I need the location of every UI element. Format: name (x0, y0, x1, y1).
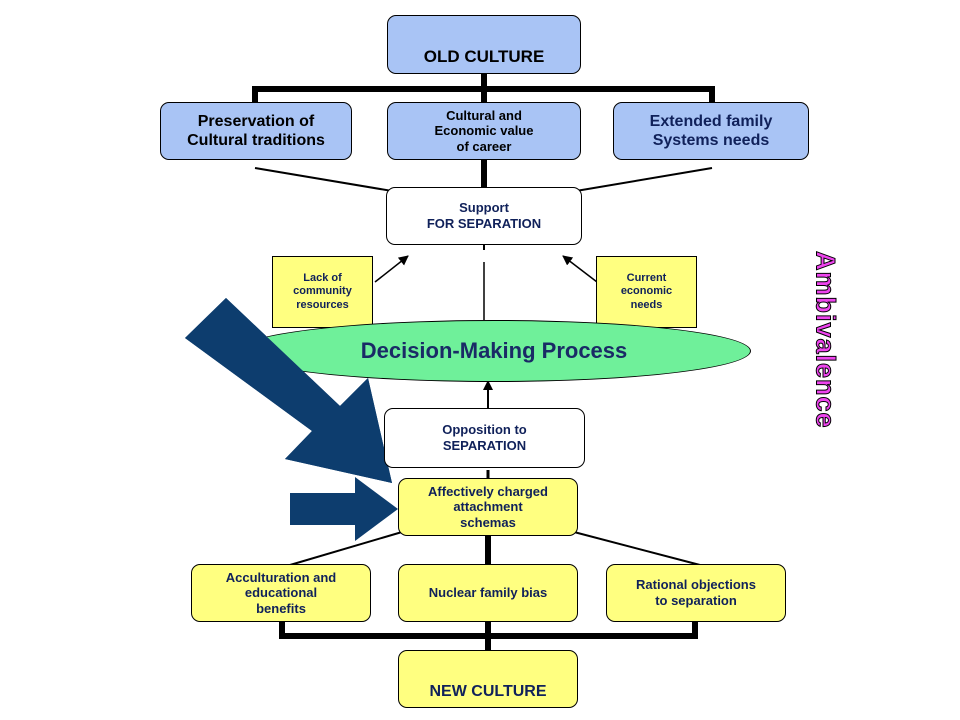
new-culture-box: NEW CULTURE (398, 650, 578, 708)
rational-line-1: Rational objections (636, 577, 756, 593)
cultural-economic-line-2: Economic value (434, 123, 534, 139)
lack-line-1: Lack of (303, 272, 342, 285)
current-line-2: economic (620, 285, 673, 298)
current-line-1: Current (626, 272, 667, 285)
ambivalence-label: Ambivalence (810, 251, 841, 430)
cultural-economic-box: Cultural and Economic value of career (387, 102, 581, 160)
ambivalence-label-container: Ambivalence (800, 240, 850, 440)
opposition-line-2: SEPARATION (442, 438, 527, 453)
rational-line-2: to separation (655, 593, 737, 608)
preservation-box: Preservation of Cultural traditions (160, 102, 352, 160)
decision-making-label: Decision-Making Process (360, 338, 628, 363)
acculturation-line-3: benefits (256, 600, 306, 616)
current-line-3: needs (630, 298, 663, 311)
extended-family-line-1: Extended family (649, 112, 773, 130)
acculturation-line-2: educational (244, 585, 318, 601)
old-culture-box: OLD CULTURE (387, 15, 581, 74)
support-line-1: Support (459, 200, 509, 216)
old-culture-label: OLD CULTURE (423, 47, 545, 67)
preservation-line-2: Cultural traditions (187, 132, 325, 149)
support-box: Support FOR SEPARATION (386, 187, 582, 245)
small-navy-arrow (290, 477, 398, 541)
nuclear-family-box: Nuclear family bias (398, 564, 578, 622)
acculturation-box: Acculturation and educational benefits (191, 564, 371, 622)
affectively-charged-box: Affectively charged attachment schemas (398, 478, 578, 536)
support-line-2: FOR SEPARATION (426, 216, 542, 231)
lack-of-resources-box: Lack of community resources (272, 256, 373, 328)
cultural-economic-line-1: Cultural and (446, 107, 522, 123)
opposition-box: Opposition to SEPARATION (384, 408, 585, 468)
opposition-line-1: Opposition to (442, 422, 527, 438)
affectively-line-2: attachment (453, 499, 523, 515)
current-needs-box: Current economic needs (596, 256, 697, 328)
affectively-line-3: schemas (460, 514, 516, 530)
nuclear-family-label: Nuclear family bias (428, 585, 548, 601)
new-culture-label: NEW CULTURE (429, 683, 547, 701)
acculturation-line-1: Acculturation and (225, 569, 337, 585)
lack-line-2: community (293, 285, 352, 298)
lack-line-3: resources (296, 298, 349, 311)
extended-family-line-2: Systems needs (652, 132, 770, 149)
rational-objections-box: Rational objections to separation (606, 564, 786, 622)
affectively-line-1: Affectively charged (428, 483, 548, 499)
preservation-line-1: Preservation of (197, 112, 315, 130)
decision-making-ellipse: Decision-Making Process (237, 320, 751, 382)
extended-family-box: Extended family Systems needs (613, 102, 809, 160)
cultural-economic-line-3: of career (456, 138, 512, 154)
